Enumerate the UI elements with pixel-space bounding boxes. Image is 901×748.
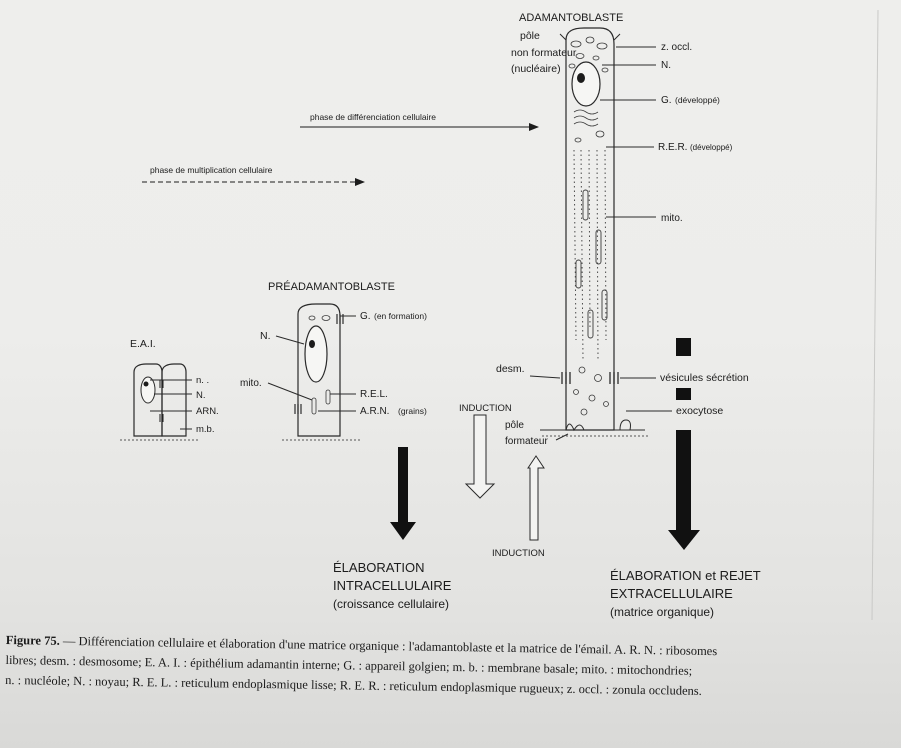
label-induction-top: INDUCTION <box>459 403 512 414</box>
arrow-elaboration-extra <box>668 338 700 550</box>
label-elab-extra-2: EXTRACELLULAIRE <box>610 586 733 601</box>
label-vesicules: vésicules sécrétion <box>660 372 749 384</box>
label-mito-left: mito. <box>240 378 262 389</box>
label-n-cap: N. <box>196 390 206 401</box>
label-arn-grains: A.R.N. <box>360 406 389 417</box>
label-mito-right: mito. <box>661 213 683 224</box>
label-pole-formateur: pôle <box>505 420 524 431</box>
label-rel: R.E.L. <box>360 389 388 400</box>
label-elab-extra-3: (matrice organique) <box>610 605 714 619</box>
label-elab-intra-1: ÉLABORATION <box>333 560 425 575</box>
eai-cells <box>120 363 200 441</box>
label-pole-non-formateur-2: non formateur <box>511 47 577 59</box>
adamantoblast-title: ADAMANTOBLASTE <box>519 12 623 24</box>
label-eai: E.A.I. <box>130 338 156 350</box>
preadamantoblast-title: PRÉADAMANTOBLASTE <box>268 280 395 293</box>
label-z-occl: z. occl. <box>661 42 692 53</box>
label-pole-nucleaire: (nucléaire) <box>511 63 561 75</box>
label-g-developpe-note: (développé) <box>675 95 720 105</box>
adamantoblast-cell: ADAMANTOBLASTE <box>519 12 648 437</box>
label-elab-intra-3: (croissance cellulaire) <box>333 597 449 611</box>
label-elab-extra-1: ÉLABORATION et REJET <box>610 568 761 583</box>
label-phase-differenciation: phase de différenciation cellulaire <box>310 112 436 122</box>
label-g-en-formation: G. <box>360 311 371 322</box>
label-induction-bottom: INDUCTION <box>492 548 545 559</box>
label-rer-note: (développé) <box>690 143 733 152</box>
label-g-en-formation-note: (en formation) <box>374 311 427 321</box>
label-elab-intra-2: INTRACELLULAIRE <box>333 578 452 593</box>
page-edge <box>871 9 879 621</box>
label-exocytose: exocytose <box>676 405 723 417</box>
preadamantoblast-cell <box>282 303 360 441</box>
figure-label: Figure 75. <box>5 632 60 648</box>
label-mb: m.b. <box>196 424 214 435</box>
label-n-small: n. . <box>196 375 209 386</box>
label-n-top: N. <box>661 60 671 71</box>
label-g-developpe: G. <box>661 95 672 106</box>
label-phase-multiplication: phase de multiplication cellulaire <box>150 165 273 175</box>
label-arn-grains-note: (grains) <box>398 406 427 416</box>
label-n-pre: N. <box>260 330 271 342</box>
label-desm: desm. <box>496 363 525 375</box>
induction-arrow-up <box>527 455 545 541</box>
arrow-elaboration-intra <box>390 447 416 540</box>
label-arn: ARN. <box>196 406 219 417</box>
label-pole-non-formateur: pôle <box>520 30 540 42</box>
label-pole-formateur-2: formateur <box>505 436 548 447</box>
label-rer: R.E.R. <box>658 142 687 153</box>
induction-arrow-down <box>464 414 496 499</box>
